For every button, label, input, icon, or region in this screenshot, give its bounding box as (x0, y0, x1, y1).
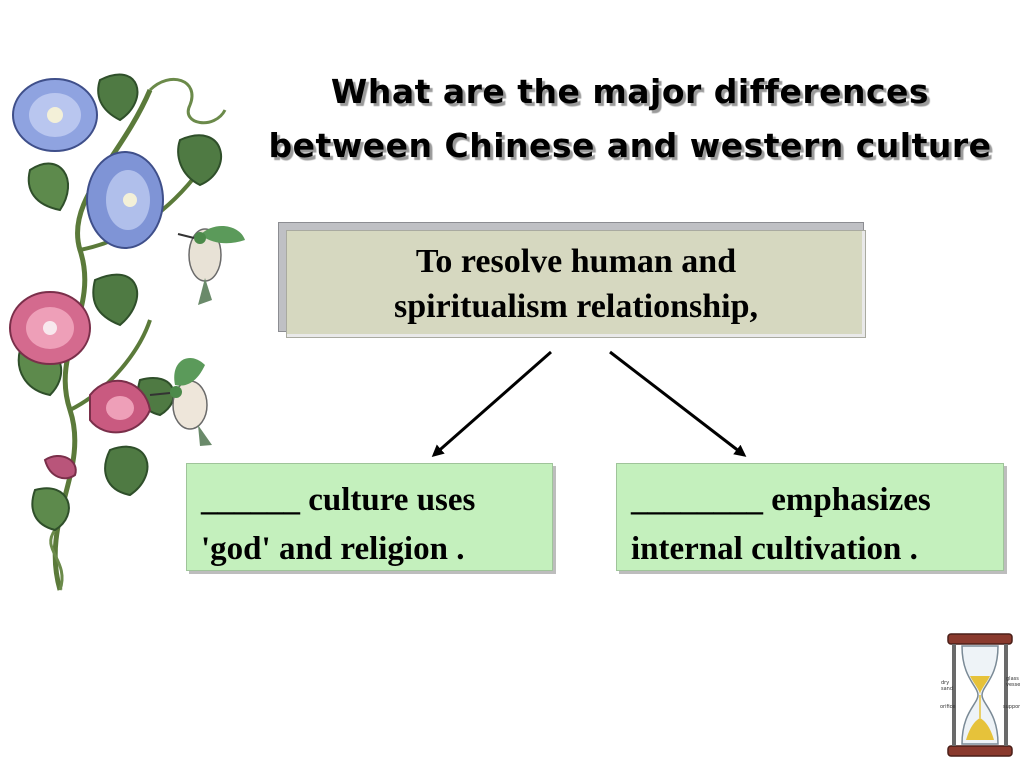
hourglass-label-dry: dry (941, 680, 949, 686)
leaf (27, 162, 70, 212)
chinese-culture-line-1: ________ emphasizes (631, 482, 931, 518)
vine-tendril (49, 529, 64, 591)
leaf (104, 445, 149, 497)
morning-glory-illustration (9, 73, 245, 591)
hourglass-label-orifice: orifice (940, 704, 955, 710)
vine-tendril (148, 77, 227, 125)
pink-morning-glory (89, 379, 152, 434)
blue-morning-glory (12, 78, 98, 152)
top-statement-line-2: spiritualism relationship, (394, 288, 758, 325)
slide-title-line-2: between Chinese and western culture (268, 126, 992, 165)
vine-stem-branch (69, 319, 152, 412)
western-culture-line-2: 'god' and religion . (201, 531, 465, 567)
top-statement-line-1: To resolve human and (415, 243, 737, 280)
hourglass-label-sand: sand (941, 686, 953, 692)
hourglass-icon: dry sand glass vessel orifice support (940, 633, 1020, 757)
arrow-to-left-box (431, 350, 552, 457)
slide-title-line-1: What are the major differences (330, 72, 930, 111)
western-culture-line-1: ______ culture uses (201, 482, 476, 518)
top-statement-box: To resolve human and spiritualism relati… (286, 230, 866, 338)
leaf (92, 273, 139, 327)
chinese-culture-box: ________ emphasizes internal cultivation… (616, 463, 1004, 571)
hummingbird (177, 225, 245, 305)
pink-morning-glory (9, 291, 91, 365)
pink-flower-bud (43, 455, 77, 480)
leaf (31, 487, 70, 532)
hourglass-label-support: support (1003, 704, 1020, 710)
chinese-culture-line-2: internal cultivation . (631, 531, 918, 567)
hourglass-label-vessel: vessel (1006, 682, 1020, 688)
leaf (177, 134, 223, 187)
arrow-to-right-box (609, 350, 747, 457)
hummingbird (149, 357, 212, 446)
hourglass-label-glass: glass (1006, 676, 1019, 682)
leaf (97, 73, 139, 122)
western-culture-box: ______ culture uses 'god' and religion . (186, 463, 553, 571)
blue-morning-glory (86, 151, 164, 249)
